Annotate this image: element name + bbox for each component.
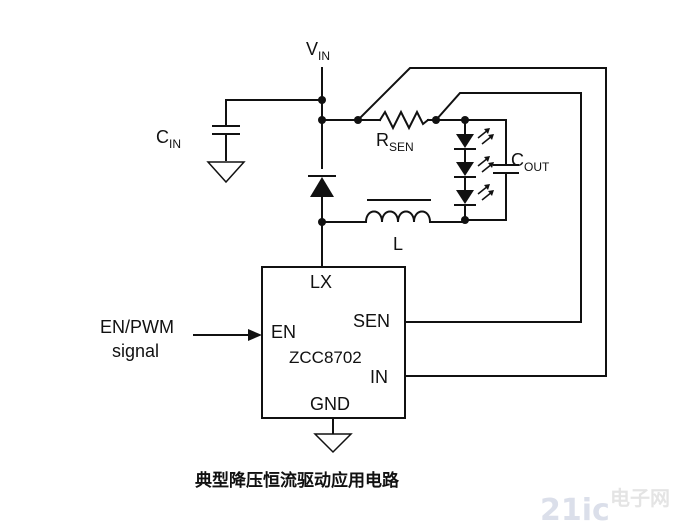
led-string bbox=[454, 119, 476, 224]
rsen-label: RSEN bbox=[376, 130, 414, 154]
svg-text:电子网: 电子网 bbox=[610, 486, 670, 510]
output-capacitor bbox=[464, 119, 519, 221]
watermark-logo: 21ic 电子网 bbox=[540, 486, 670, 528]
resistor-icon bbox=[378, 109, 430, 131]
pin-gnd-label: GND bbox=[310, 394, 350, 414]
pin-en-label: EN bbox=[271, 322, 296, 342]
pin-in-label: IN bbox=[370, 367, 388, 387]
in-feedback-wire bbox=[356, 67, 607, 377]
en-pwm-label: EN/PWM bbox=[100, 317, 174, 337]
pin-lx-label: LX bbox=[310, 272, 332, 292]
vin-rail bbox=[318, 67, 326, 169]
cin-ground-icon bbox=[206, 161, 246, 184]
inductor-label: L bbox=[393, 234, 403, 254]
caption: 典型降压恒流驱动应用电路 bbox=[195, 470, 400, 491]
cin-label: CIN bbox=[156, 127, 181, 151]
en-input-wire bbox=[193, 329, 262, 341]
sen-feedback-wire bbox=[404, 92, 582, 323]
diode-icon bbox=[308, 175, 336, 223]
chip-name: ZCC8702 bbox=[289, 348, 362, 367]
input-capacitor bbox=[212, 99, 323, 161]
led-emission-arrows-icon bbox=[477, 128, 494, 201]
chip-ground-icon bbox=[313, 417, 353, 454]
signal-label: signal bbox=[112, 341, 159, 361]
pin-sen-label: SEN bbox=[353, 311, 390, 331]
inductor-icon bbox=[318, 199, 466, 226]
svg-text:21ic: 21ic bbox=[540, 493, 610, 528]
cout-label: COUT bbox=[511, 150, 550, 174]
vin-label: VIN bbox=[306, 39, 330, 63]
